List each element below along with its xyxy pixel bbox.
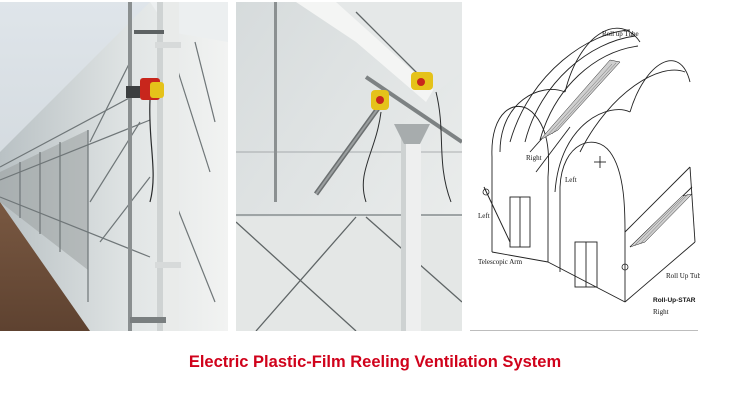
label-roll-up-tube-top: Roll up Tube — [602, 30, 639, 38]
greenhouse-side-photo — [0, 2, 228, 331]
page-caption: Electric Plastic-Film Reeling Ventilatio… — [188, 353, 562, 371]
ventilation-system-diagram: Roll up Tube Right Left Left Telescopic … — [470, 2, 700, 331]
label-telescopic-arm: Telescopic Arm — [478, 258, 523, 266]
label-left-mid: Left — [565, 176, 577, 184]
label-right-bottom: Right — [653, 308, 669, 316]
reeling-motor-closeup-photo — [236, 2, 462, 331]
label-right-top: Right — [526, 154, 542, 162]
diagram-divider — [470, 330, 698, 331]
label-roll-up-star: Roll-Up-STAR — [653, 297, 696, 304]
label-roll-up-tube-bottom: Roll Up Tub — [666, 272, 700, 280]
label-left-side: Left — [478, 212, 490, 220]
